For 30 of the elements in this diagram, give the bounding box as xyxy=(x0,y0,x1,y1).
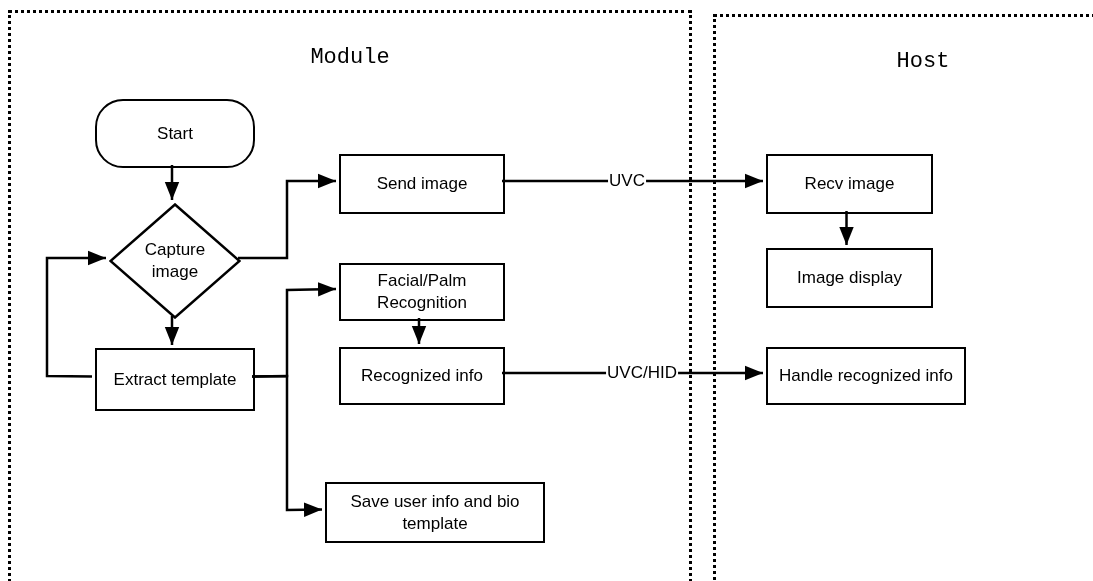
process-box xyxy=(766,154,933,214)
arrow xyxy=(238,173,336,260)
box-label: Recv image xyxy=(804,173,895,195)
process-box xyxy=(339,347,505,405)
arrow xyxy=(164,165,180,200)
box-label: Recognized info xyxy=(361,365,483,387)
decision-label: Capture image xyxy=(143,239,207,283)
terminal-box xyxy=(95,99,255,168)
box-label: Start xyxy=(157,122,193,145)
region-title: Host xyxy=(896,48,950,76)
box-label: Handle recognized info xyxy=(779,365,953,387)
process-box xyxy=(766,248,933,308)
process-box xyxy=(339,154,505,214)
arrow xyxy=(45,250,106,378)
box-label: Extract template xyxy=(113,368,237,391)
box-label: Facial/Palm Recognition xyxy=(376,270,468,314)
dotted-region xyxy=(713,14,1093,581)
arrow xyxy=(252,374,322,517)
region-title: Module xyxy=(310,44,390,72)
arrow xyxy=(164,316,180,345)
process-box xyxy=(95,348,255,411)
box-label: Image display xyxy=(797,267,902,289)
process-box xyxy=(325,482,545,543)
arrow xyxy=(839,211,854,245)
box-label: Send image xyxy=(376,173,468,195)
dotted-region xyxy=(8,10,692,581)
process-box xyxy=(339,263,505,321)
box-label: Save user info and bio template xyxy=(349,490,521,535)
arrow xyxy=(411,318,427,344)
process-box xyxy=(766,347,966,405)
